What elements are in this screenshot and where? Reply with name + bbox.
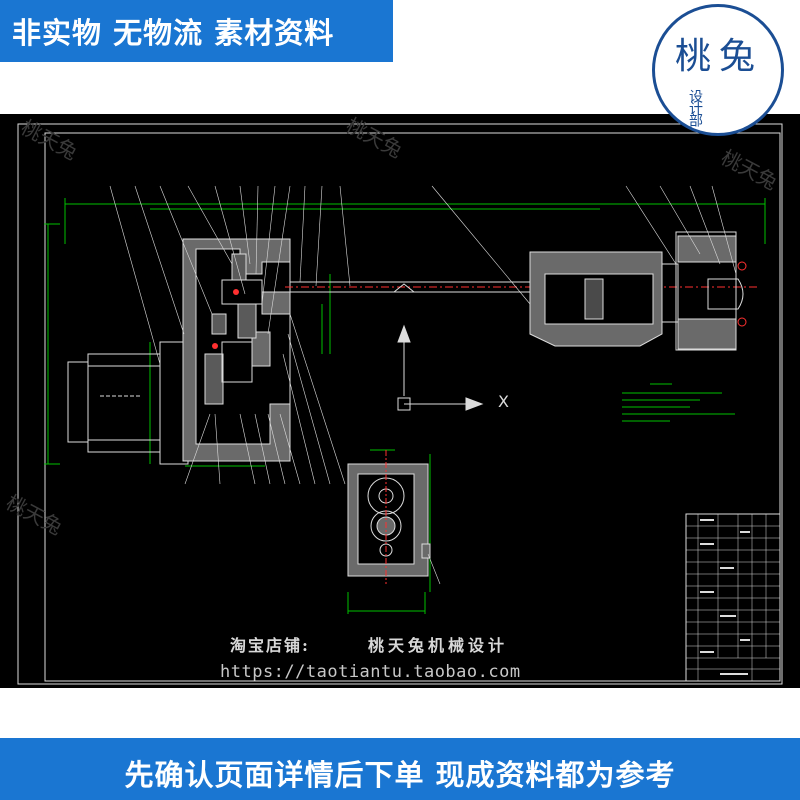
bottom-banner: 先确认页面详情后下单 现成资料都为参考 bbox=[0, 738, 800, 800]
inner-frame bbox=[44, 132, 781, 682]
gears bbox=[204, 253, 263, 405]
side-view bbox=[347, 450, 431, 584]
cad-canvas bbox=[17, 123, 783, 685]
gearbox-housing bbox=[182, 238, 291, 462]
cad-drawing: 桃天兔 桃天兔 桃天兔 桃天兔 X bbox=[0, 113, 800, 688]
dimension-lines bbox=[44, 198, 766, 614]
motor bbox=[67, 341, 189, 465]
brand-logo: 桃 兔 设计部 bbox=[652, 4, 784, 136]
bottom-banner-text: 先确认页面详情后下单 现成资料都为参考 bbox=[124, 758, 676, 792]
axis-x-label: X bbox=[498, 392, 509, 411]
logo-char-right: 兔 bbox=[719, 36, 756, 77]
title-block bbox=[685, 513, 781, 682]
shaft bbox=[285, 281, 760, 293]
logo-char-left: 桃 bbox=[675, 36, 712, 77]
leader-lines bbox=[109, 185, 737, 585]
shop-name: 桃天兔机械设计 bbox=[368, 636, 509, 655]
shop-label: 淘宝店铺: bbox=[230, 636, 310, 655]
top-banner-text: 非实物 无物流 素材资料 bbox=[12, 16, 335, 50]
technical-notes bbox=[622, 383, 735, 422]
coordinate-axes bbox=[397, 324, 484, 411]
shop-url: https://taotiantu.taobao.com bbox=[220, 662, 521, 682]
right-housing bbox=[529, 231, 747, 351]
logo-sub: 设计部 bbox=[687, 89, 703, 125]
outer-frame bbox=[17, 123, 783, 685]
top-banner: 非实物 无物流 素材资料 bbox=[0, 0, 393, 62]
